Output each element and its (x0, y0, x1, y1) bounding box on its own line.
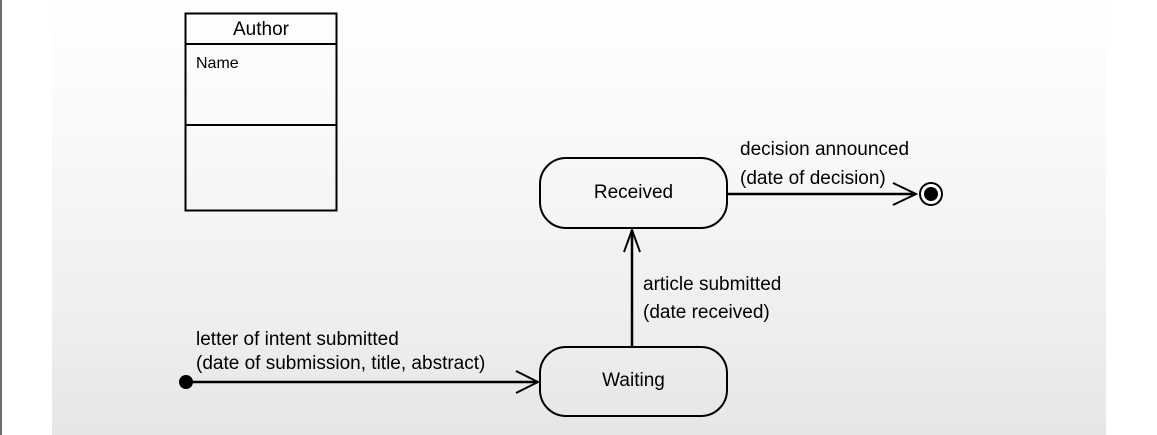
transition-waiting-to-received[interactable] (623, 227, 641, 347)
class-attribute: Name (196, 55, 239, 72)
received-state-label: Received (593, 182, 674, 203)
class-name: Author (233, 19, 289, 40)
diagram-canvas (52, 0, 1106, 435)
transition-label-decision-params: (date of decision) (740, 168, 886, 189)
waiting-state-label: Waiting (602, 370, 665, 391)
transition-label-intent-params: (date of submission, title, abstract) (196, 353, 486, 374)
transition-label-intent-event: letter of intent submitted (196, 329, 399, 350)
transition-received-to-final[interactable] (727, 182, 919, 206)
author-class-box[interactable] (184, 12, 338, 212)
waiting-state[interactable] (539, 346, 728, 417)
transition-label-article-event: article submitted (643, 274, 782, 295)
final-state[interactable] (919, 182, 943, 206)
transition-label-article-params: (date received) (643, 302, 770, 323)
transition-label-decision-event: decision announced (740, 139, 910, 160)
left-border (0, 0, 2, 435)
transition-initial-to-waiting[interactable] (186, 370, 541, 394)
